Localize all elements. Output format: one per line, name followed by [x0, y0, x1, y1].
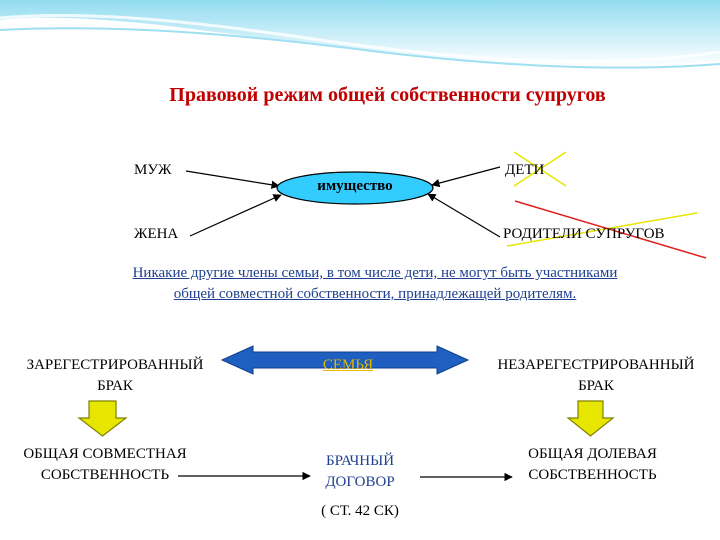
arrow-wife — [189, 194, 282, 237]
label-parents: РОДИТЕЛИ СУПРУГОВ — [503, 226, 665, 242]
registered-marriage-label: ЗАРЕГЕСТРИРОВАННЫЙ БРАК — [0, 355, 230, 397]
registered-marriage-line1: ЗАРЕГЕСТРИРОВАННЫЙ — [26, 357, 204, 373]
participant-arrows — [185, 166, 501, 238]
unregistered-marriage-label: НЕЗАРЕГЕСТРИРОВАННЫЙ БРАК — [472, 355, 720, 397]
shared-property-label: ОБЩАЯ ДОЛЕВАЯ СОБСТВЕННОСТЬ — [500, 444, 685, 486]
header-wave-decoration — [0, 0, 720, 69]
arrow-children — [431, 166, 501, 188]
down-arrow-right — [566, 400, 615, 437]
label-wife: ЖЕНА — [134, 226, 179, 242]
registered-marriage-line2: БРАК — [97, 378, 133, 394]
label-husband: МУЖ — [134, 162, 172, 178]
shared-property-line2: СОБСТВЕННОСТЬ — [528, 467, 657, 483]
label-children: ДЕТИ — [505, 162, 545, 178]
cross-out-parents — [506, 200, 707, 259]
unregistered-marriage-line1: НЕЗАРЕГЕСТРИРОВАННЫЙ — [497, 357, 695, 373]
marriage-contract-label: БРАЧНЫЙ ДОГОВОР — [300, 451, 420, 493]
marriage-contract-line2: ДОГОВОР — [325, 474, 395, 490]
unregistered-marriage-line2: БРАК — [578, 378, 614, 394]
joint-property-line2: СОБСТВЕННОСТЬ — [40, 467, 170, 483]
joint-property-label: ОБЩАЯ СОВМЕСТНАЯ СОБСТВЕННОСТЬ — [0, 444, 210, 486]
marriage-contract-line1: БРАЧНЫЙ — [325, 453, 395, 469]
shared-property-line1: ОБЩАЯ ДОЛЕВАЯ — [528, 446, 657, 462]
family-label: СЕМЬЯ — [322, 357, 374, 373]
note-text: Никакие другие члены семьи, в том числе … — [132, 265, 618, 302]
code-reference: ( СТ. 42 СК) — [321, 503, 399, 519]
cross-out-children — [513, 151, 567, 187]
family-double-arrow — [220, 345, 470, 375]
property-node — [276, 171, 434, 205]
arrow-parents — [427, 193, 501, 238]
down-arrow-left — [77, 400, 128, 437]
page-title: Правовой режим общей собственности супру… — [169, 84, 606, 106]
joint-property-line1: ОБЩАЯ СОВМЕСТНАЯ — [23, 446, 187, 462]
property-node-label: имущество — [317, 178, 393, 194]
arrow-husband — [185, 170, 280, 189]
